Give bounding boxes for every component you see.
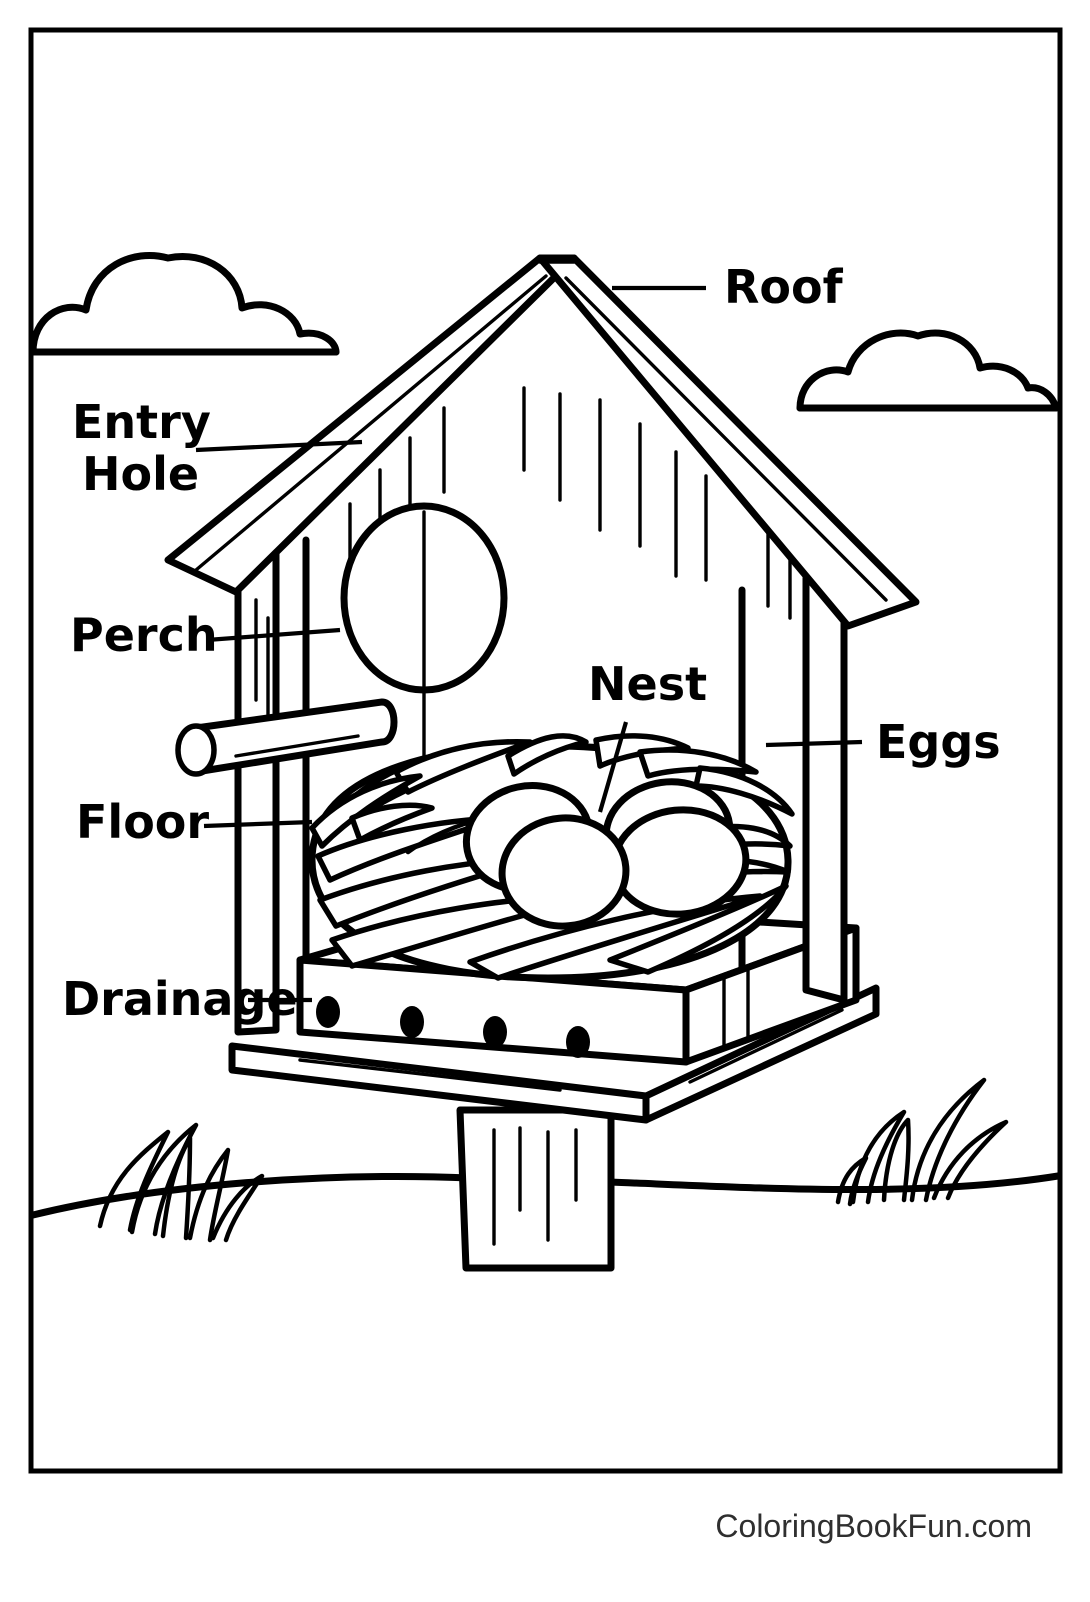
label-roof: Roof [724, 260, 844, 314]
drainage-hole [483, 1016, 507, 1048]
label-drainage: Drainage [62, 972, 298, 1026]
drainage-hole [566, 1026, 590, 1058]
label-entry-hole: Entry Hole [72, 395, 211, 501]
drainage-hole [316, 996, 340, 1028]
label-perch: Perch [70, 608, 218, 662]
perch [175, 698, 398, 777]
label-nest: Nest [588, 657, 707, 711]
leader-lines [195, 285, 863, 1003]
nest-twigs-upper [309, 733, 795, 849]
leader-floor [203, 819, 313, 829]
leader-eggs [765, 739, 863, 748]
site-watermark: ColoringBookFun.com [715, 1508, 1032, 1544]
part-labels: Roof Entry Hole Perch Floor Drainage Nes… [62, 260, 1001, 1026]
label-entry-hole-line2: Hole [82, 447, 199, 501]
label-entry-hole-line1: Entry [72, 395, 211, 449]
back-wall-grain [254, 386, 792, 722]
leader-entry-hole [195, 439, 363, 453]
drainage-hole [400, 1006, 424, 1038]
page-border [28, 27, 1063, 1474]
eggs [462, 778, 750, 930]
cloud-left [29, 251, 340, 356]
mounting-post [456, 1106, 615, 1272]
entry-hole [340, 502, 508, 774]
leader-perch [206, 627, 341, 643]
label-floor: Floor [76, 795, 209, 849]
label-eggs: Eggs [876, 715, 1001, 769]
drainage-holes [316, 996, 590, 1058]
grass-tuft-right [835, 1077, 1009, 1207]
grass-tuft-left [97, 1122, 265, 1243]
roof [164, 254, 920, 630]
egg [498, 814, 630, 930]
cloud-right [796, 329, 1060, 412]
ground-line [29, 1172, 1062, 1219]
leader-nest [597, 721, 629, 813]
